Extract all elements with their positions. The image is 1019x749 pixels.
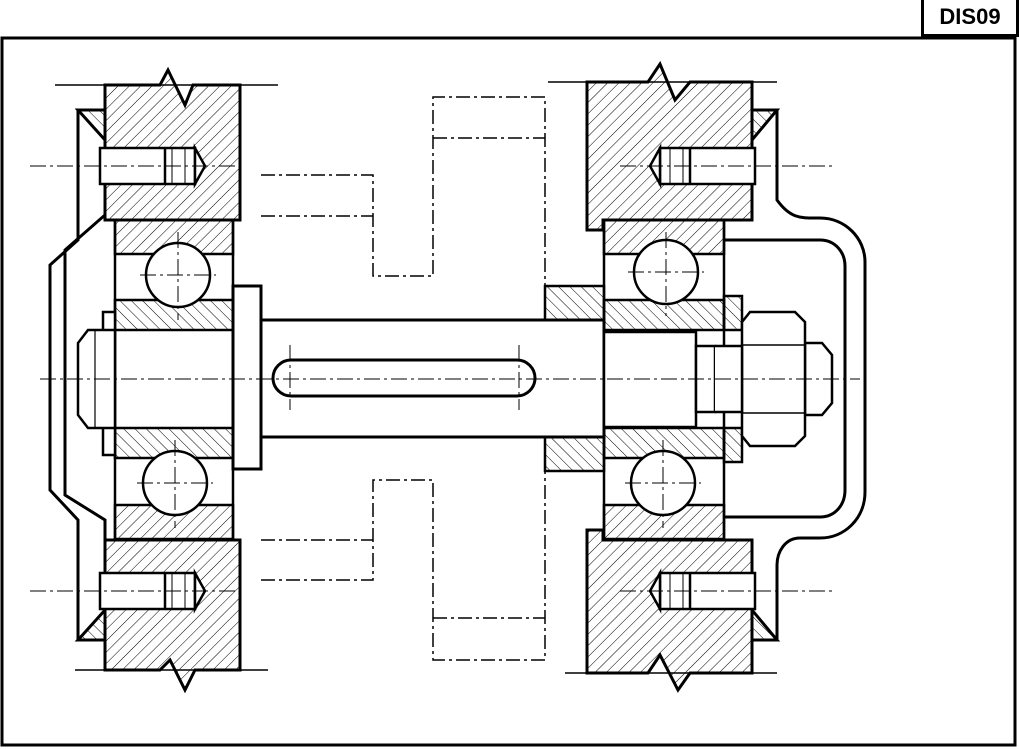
right-cover: [725, 108, 867, 642]
gear-phantom-outline: [261, 96, 546, 661]
lock-washer: [722, 294, 744, 464]
left-cover: [48, 108, 107, 642]
left-shaft-end: [76, 310, 117, 457]
center-lines: [30, 165, 860, 592]
left-spacer: [231, 284, 263, 471]
drawing-code: DIS09: [939, 4, 1001, 29]
drawing-frame: [0, 36, 1017, 747]
drawing-code-box: DIS09: [921, 0, 1019, 37]
right-collar: [543, 284, 606, 473]
left-housing: [55, 66, 278, 694]
left-bearing: [113, 218, 235, 541]
